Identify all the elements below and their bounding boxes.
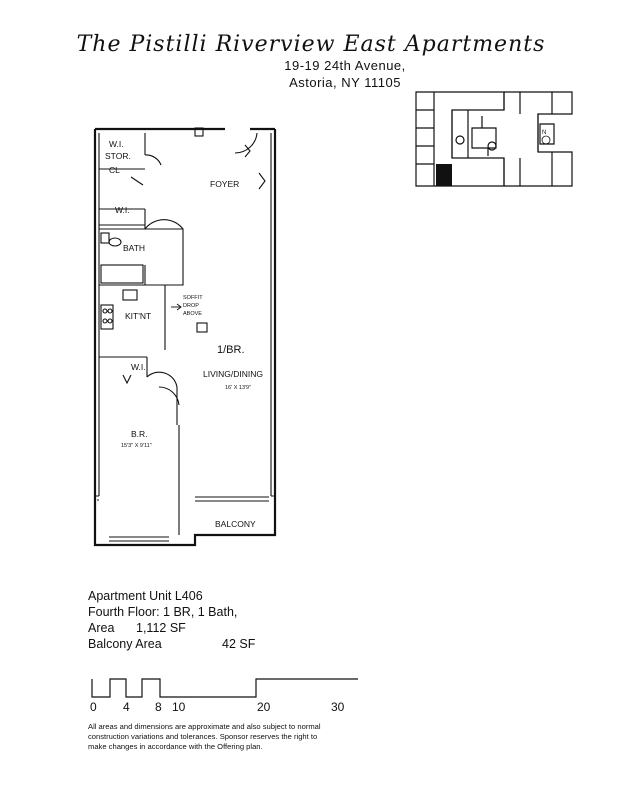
label-balcony: BALCONY — [215, 519, 256, 529]
label-soffit-3: ABOVE — [183, 311, 202, 317]
label-br-unit: 1/BR. — [217, 344, 245, 356]
balcony-area-label: Balcony Area — [88, 637, 162, 651]
balcony-area-row: Balcony Area 42 SF — [88, 636, 255, 652]
unit-number: Apartment Unit L406 — [88, 589, 203, 603]
unit-info: Apartment Unit L406 Fourth Floor: 1 BR, … — [88, 588, 255, 652]
building-title: The Pistilli Riverview East Apartments — [76, 32, 546, 57]
scale-label-20: 20 — [257, 700, 271, 714]
label-soffit-2: DROP — [183, 303, 199, 309]
area-row: Area 1,112 SF — [88, 620, 255, 636]
scale-label-4: 4 — [123, 700, 130, 714]
area-label: Area — [88, 621, 115, 635]
floor-plan: W.I. STOR. CL FOYER W.I. BATH SOFFIT DRO… — [93, 127, 277, 547]
label-wi-stor: W.I. — [109, 139, 124, 149]
label-kitnt: KIT'NT — [125, 311, 151, 321]
label-stor: STOR. — [105, 151, 131, 161]
highlighted-unit — [436, 164, 452, 186]
disclaimer-text: All areas and dimensions are approximate… — [88, 722, 321, 751]
label-living-dining: LIVING/DINING — [203, 369, 263, 379]
label-cl: CL — [109, 165, 120, 175]
area-value: 1,112 SF — [136, 621, 186, 635]
svg-text:N: N — [542, 130, 546, 136]
scale-label-30: 30 — [331, 700, 345, 714]
label-living-dim: 16' X 13'9" — [225, 385, 251, 391]
unit-floor: Fourth Floor: 1 BR, 1 Bath, — [88, 605, 238, 619]
scale-bar — [91, 678, 358, 698]
label-bath: BATH — [123, 243, 145, 253]
scale-label-10: 10 — [172, 700, 186, 714]
label-br-dim: 15'3" X 9'11" — [121, 443, 152, 449]
label-wi-bath: W.I. — [115, 205, 130, 215]
label-br: B.R. — [131, 429, 148, 439]
key-plan: N — [415, 91, 573, 187]
label-foyer: FOYER — [210, 179, 239, 189]
label-soffit-1: SOFFIT — [183, 295, 203, 301]
address-line-1: 19-19 24th Avenue, — [284, 58, 406, 73]
balcony-area-value: 42 SF — [222, 637, 256, 651]
address-line-2: Astoria, NY 11105 — [289, 75, 401, 90]
label-wi-br: W.I. — [131, 362, 146, 372]
exterior-walls — [93, 127, 277, 547]
scale-label-0: 0 — [90, 700, 97, 714]
scale-label-8: 8 — [155, 700, 162, 714]
north-arrow-icon: N — [541, 130, 551, 145]
